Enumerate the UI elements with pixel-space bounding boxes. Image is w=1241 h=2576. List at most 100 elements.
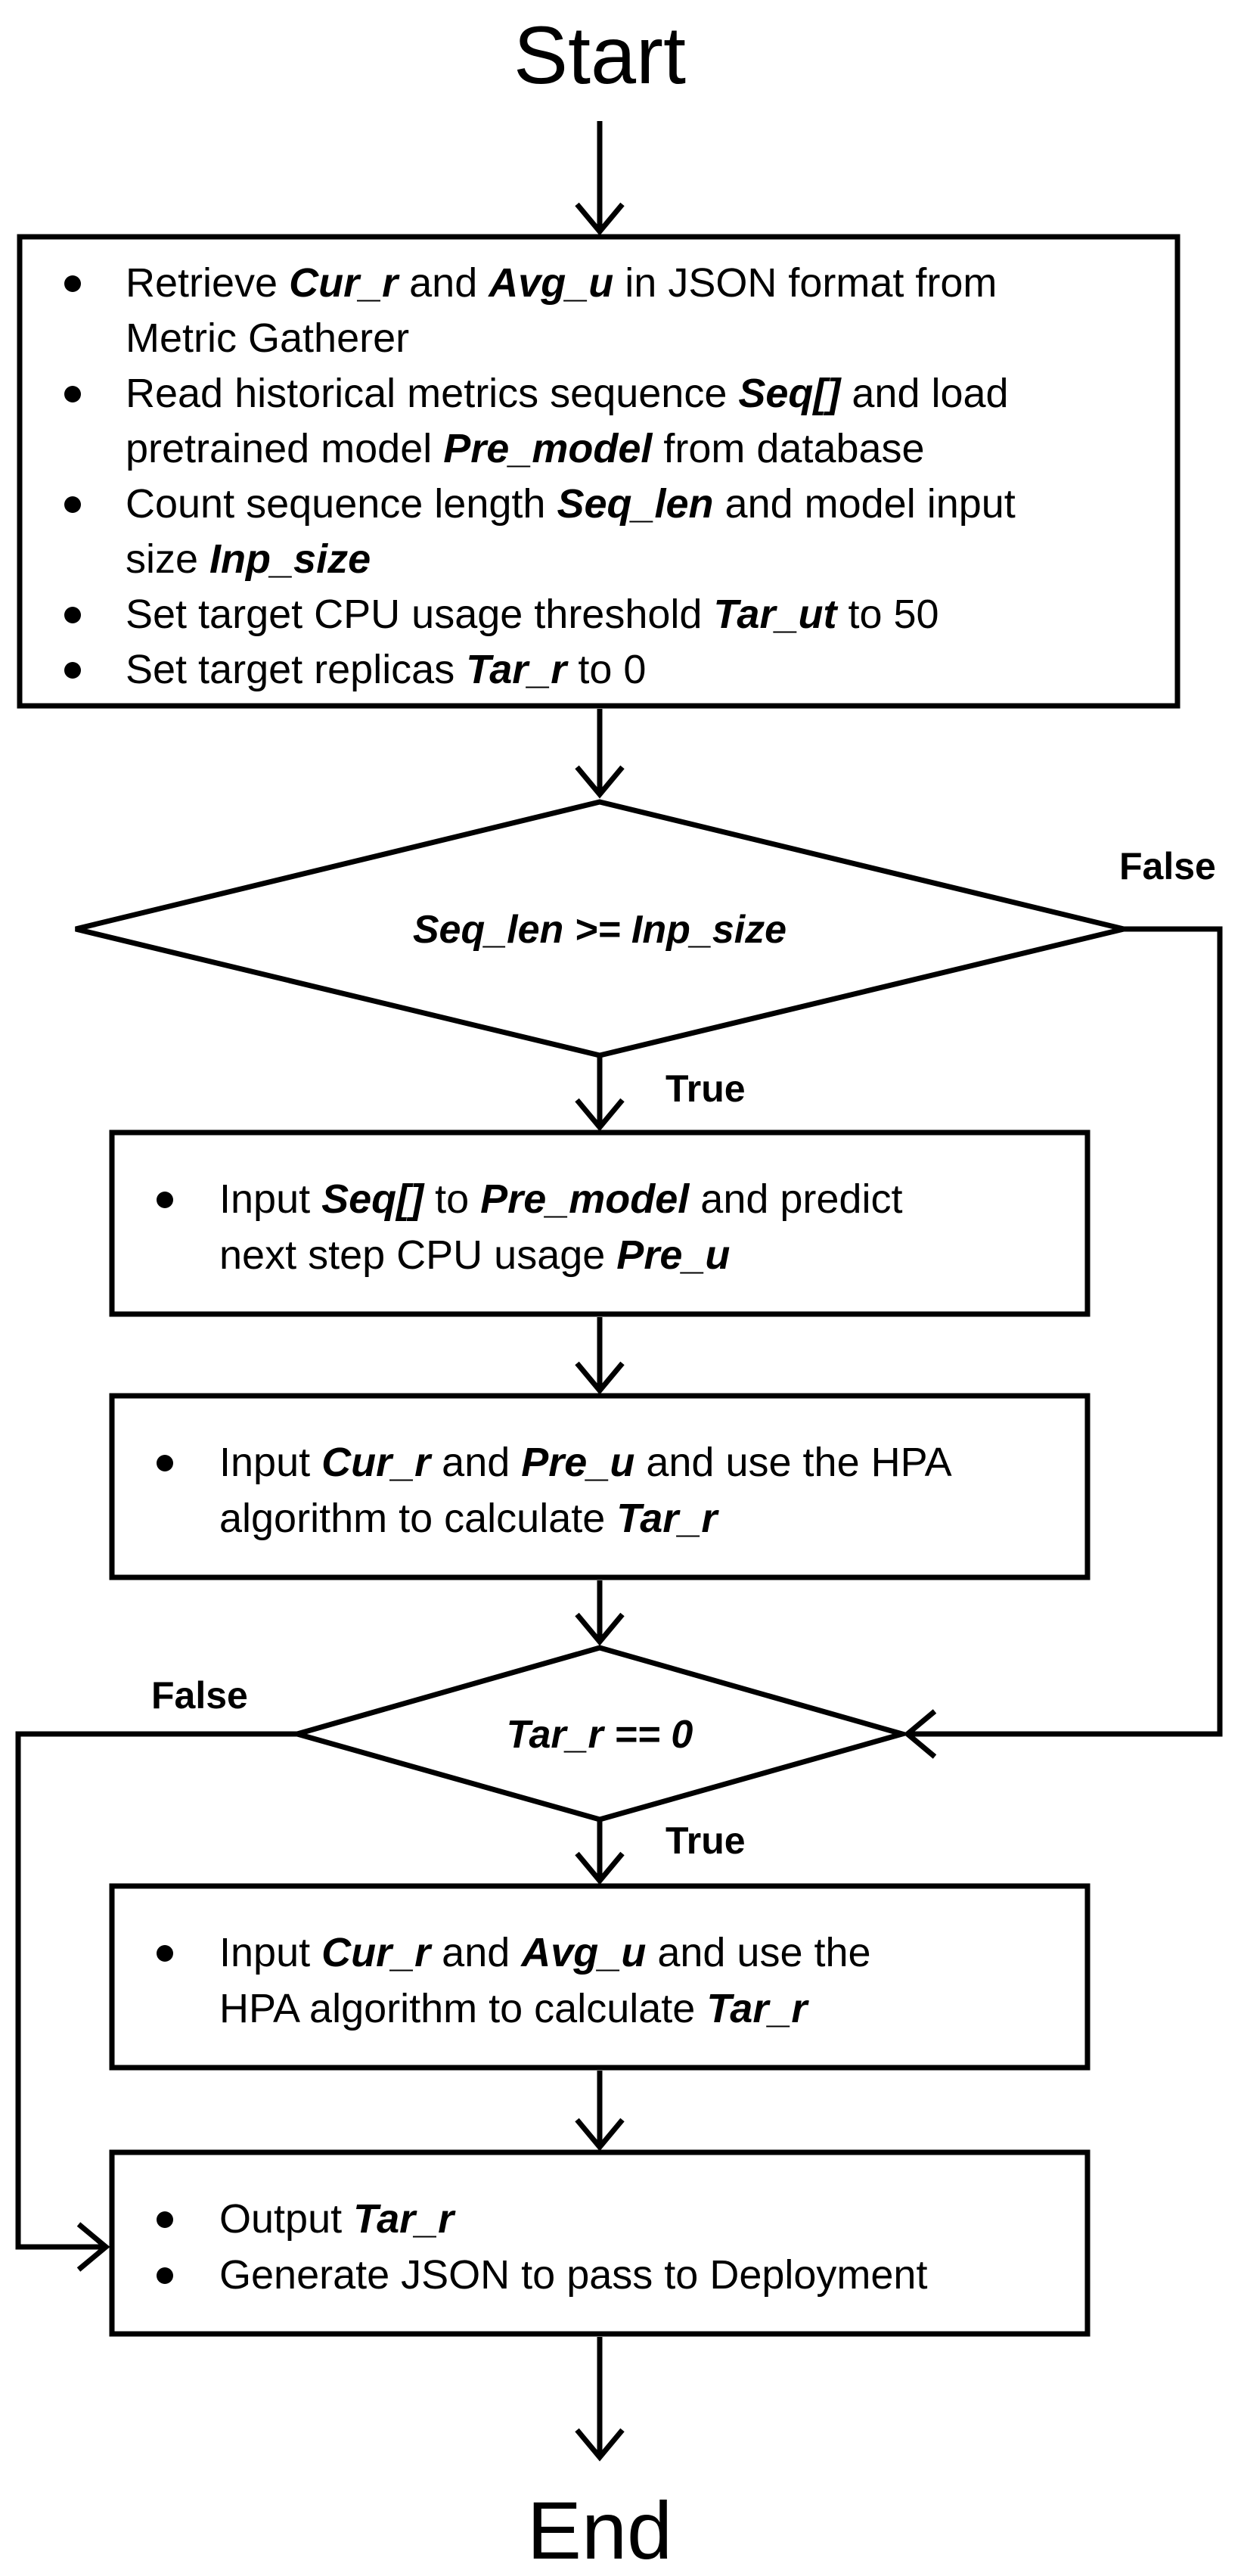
variable-name: Cur_r [321, 1930, 433, 1975]
text-span: from database [652, 426, 924, 471]
bullet-icon [64, 386, 81, 402]
variable-name: Seq_len [557, 481, 713, 527]
text-span: Input [219, 1930, 321, 1975]
box-text-line: Metric Gatherer [126, 315, 409, 361]
variable-name: Avg_u [520, 1930, 646, 1975]
variable-name: Pre_u [521, 1440, 634, 1485]
arrow-decision2-false [15, 1731, 297, 2272]
text-span: Input [219, 1176, 321, 1222]
arrow-hpa-to-decision2 [575, 1580, 625, 1646]
hpa-average-box [109, 1883, 1091, 2071]
variable-name: Tar_r [466, 647, 569, 692]
decision-tar-r-zero-false-label: False [151, 1674, 248, 1717]
text-span: size [126, 536, 209, 582]
box-text-line: algorithm to calculate Tar_r [219, 1496, 719, 1541]
box-text-line: Output Tar_r [219, 2196, 456, 2242]
text-span: and predict [689, 1176, 902, 1222]
box-text-line: Set target replicas Tar_r to 0 [126, 647, 646, 692]
predict-box [109, 1130, 1091, 1317]
variable-name: Inp_size [209, 536, 371, 582]
text-span: and [430, 1930, 521, 1975]
arrow-decision1-false [903, 926, 1223, 1759]
box-text-line: pretrained model Pre_model from database [126, 426, 925, 471]
variable-name: Pre_model [443, 426, 653, 471]
arrow-output-to-end [575, 2337, 625, 2462]
arrow-start-to-init [575, 121, 625, 236]
variable-name: Seq[] [321, 1176, 425, 1222]
variable-name: Pre_model [480, 1176, 690, 1222]
text-span: HPA algorithm to calculate [219, 1986, 706, 2031]
decision-seq-length-true-label: True [665, 1067, 746, 1110]
variable-name: Seq[] [738, 371, 842, 416]
bullet-icon [157, 2267, 173, 2284]
arrow-decision1-true [575, 1055, 625, 1132]
bullet-icon [64, 607, 81, 623]
text-span: and [398, 260, 489, 306]
text-span: to 50 [836, 592, 939, 637]
text-span: Read historical metrics sequence [126, 371, 738, 416]
bullet-icon [64, 275, 81, 292]
bullet-icon [157, 2211, 173, 2228]
text-span: pretrained model [126, 426, 443, 471]
box-text-line: size Inp_size [126, 536, 371, 582]
box-text-line: Count sequence length Seq_len and model … [126, 481, 1016, 527]
bullet-icon [157, 1192, 173, 1208]
box-text-line: Read historical metrics sequence Seq[] a… [126, 371, 1009, 416]
variable-name: Tar_r [353, 2196, 456, 2242]
decision-seq-length-condition: Seq_len >= Inp_size [413, 908, 786, 952]
text-span: Set target CPU usage threshold [126, 592, 713, 637]
text-span: to [423, 1176, 480, 1222]
variable-name: Tar_r [616, 1496, 719, 1541]
text-span: in JSON format from [613, 260, 997, 306]
text-span: and use the [646, 1930, 870, 1975]
text-span: to 0 [566, 647, 646, 692]
hpa-predicted-box [109, 1393, 1091, 1580]
init-box-text: Retrieve Cur_r and Avg_u in JSON format … [64, 260, 1016, 692]
arrow-hpa-average-to-output [575, 2071, 625, 2152]
output-box [109, 2149, 1091, 2337]
decision-tar-r-zero-condition: Tar_r == 0 [507, 1713, 693, 1757]
hpa-predicted-box-text: Input Cur_r and Pre_u and use the HPA alg… [157, 1440, 952, 1541]
init-box [17, 234, 1181, 709]
end-label: End [527, 2484, 672, 2576]
text-span: Generate JSON to pass to Deployment [219, 2252, 927, 2298]
start-label: Start [513, 9, 686, 101]
box-text-line: HPA algorithm to calculate Tar_r [219, 1986, 809, 2031]
variable-name: Pre_u [616, 1232, 730, 1278]
text-span: Set target replicas [126, 647, 466, 692]
arrow-init-to-decision1 [575, 709, 625, 799]
text-span: Metric Gatherer [126, 315, 409, 361]
box-text-line: Input Seq[] to Pre_model and predict [219, 1176, 902, 1222]
arrow-decision2-true [575, 1819, 625, 1885]
variable-name: Tar_r [706, 1986, 809, 2031]
text-span: and model input [714, 481, 1016, 527]
decision-seq-length-false-label: False [1119, 845, 1216, 887]
variable-name: Avg_u [487, 260, 613, 306]
text-span: and load [840, 371, 1008, 416]
box-text-line: Input Cur_r and Avg_u and use the [219, 1930, 871, 1975]
text-span: Retrieve [126, 260, 289, 306]
variable-name: Cur_r [321, 1440, 433, 1485]
box-text-line: Set target CPU usage threshold Tar_ut to… [126, 592, 939, 637]
variable-name: Tar_ut [713, 592, 838, 637]
box-text-line: next step CPU usage Pre_u [219, 1232, 730, 1278]
bullet-icon [157, 1455, 173, 1471]
predict-box-text: Input Seq[] to Pre_model and predict next… [157, 1176, 902, 1278]
bullet-icon [157, 1945, 173, 1962]
box-text-line: Generate JSON to pass to Deployment [219, 2252, 927, 2298]
text-span: Output [219, 2196, 353, 2242]
box-text-line: Input Cur_r and Pre_u and use the HPA [219, 1440, 952, 1485]
box-text-line: Retrieve Cur_r and Avg_u in JSON format … [126, 260, 997, 306]
decision-tar-r-zero-true-label: True [665, 1819, 746, 1862]
bullet-icon [64, 496, 81, 513]
text-span: and use the HPA [634, 1440, 951, 1485]
text-span: next step CPU usage [219, 1232, 616, 1278]
variable-name: Cur_r [289, 260, 400, 306]
text-span: Input [219, 1440, 321, 1485]
arrow-predict-to-hpa [575, 1317, 625, 1395]
text-span: Count sequence length [126, 481, 557, 527]
bullet-icon [64, 662, 81, 679]
